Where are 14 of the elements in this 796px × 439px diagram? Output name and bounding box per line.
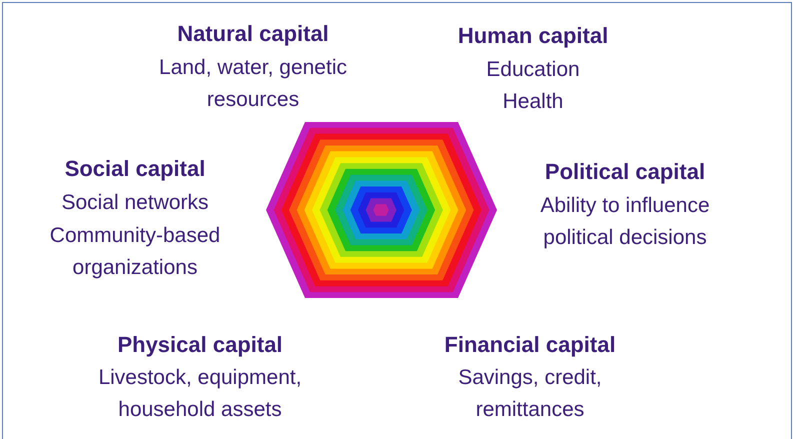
heading: Financial capital [443,331,617,359]
body-text: Land, water, genetic resources [158,55,348,113]
heading: Physical capital [116,331,284,359]
body-text: Ability to influence political decisions [539,193,711,251]
heading: Natural capital [176,20,330,48]
body-text: Education [485,57,581,83]
body-text: Savings, credit, remittances [457,365,603,423]
heading: Political capital [544,158,706,186]
body-text: Community-based organizations [48,223,222,281]
heading: Social capital [64,155,206,183]
body-text: Health [502,89,564,115]
body-text: Social networks [60,190,210,216]
body-text: Livestock, equipment, household assets [97,365,303,423]
heading: Human capital [456,22,610,50]
